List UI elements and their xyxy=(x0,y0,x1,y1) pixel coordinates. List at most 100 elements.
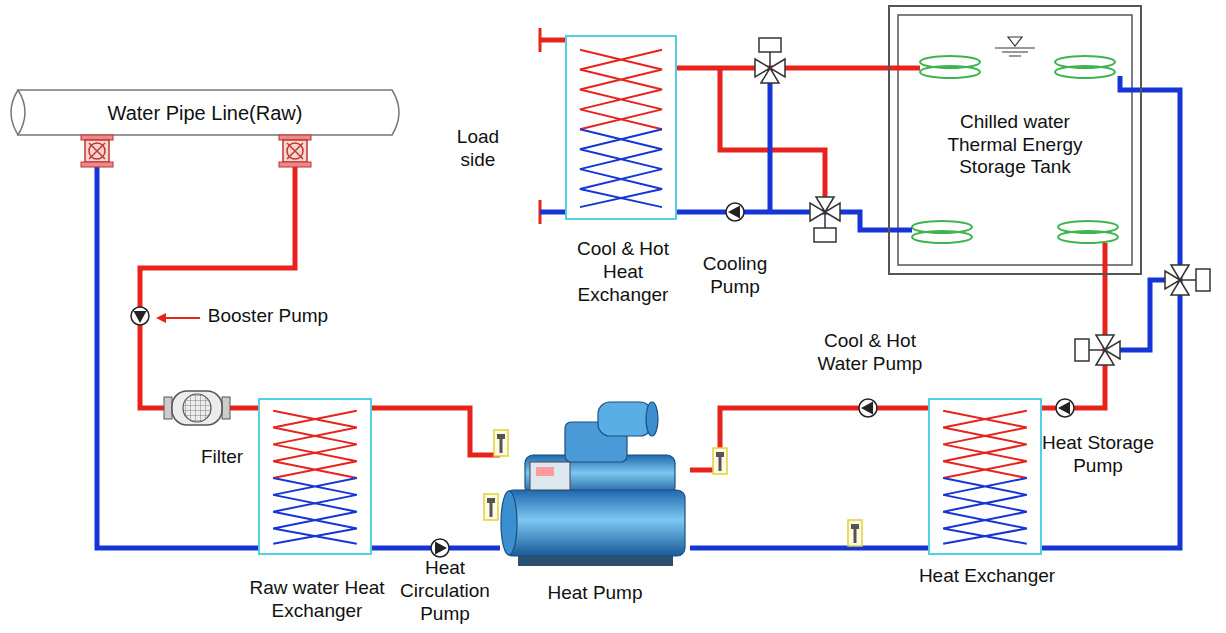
label-holder: Booster Pump xyxy=(200,305,336,328)
tank-internals xyxy=(1103,243,1108,275)
pipe-connector xyxy=(97,135,258,548)
component-caption: Raw water Heat Exchanger xyxy=(247,577,387,623)
tank-internals xyxy=(888,15,1142,275)
heat-pump-illustration xyxy=(536,467,554,476)
tank-internals xyxy=(1058,231,1118,243)
heat-pump-unit: Heat Pump xyxy=(500,395,690,570)
storage-tank: Chilled water Thermal Energy Storage Tan… xyxy=(888,5,1142,275)
pump-symbol xyxy=(1056,399,1074,417)
component-caption: Heat Pump xyxy=(520,582,670,605)
bypass-pipes xyxy=(1118,280,1166,350)
caption-holder: Heat Pump xyxy=(520,582,670,605)
pipe-line xyxy=(97,135,258,548)
part-label: Load side xyxy=(447,126,509,172)
heat-exchanger-plates xyxy=(273,50,1027,544)
node-title: Water Pipe Line(Raw) xyxy=(108,101,303,125)
pump-symbol xyxy=(131,307,149,325)
pump-symbol xyxy=(431,539,449,557)
tank-internals xyxy=(1120,76,1142,90)
three-way-valve xyxy=(810,197,840,242)
heat-pump-illustration xyxy=(518,556,673,566)
three-way-valve xyxy=(1165,265,1210,295)
pipe-connector xyxy=(677,212,888,230)
part-label: Heat Circulation Pump xyxy=(390,557,500,625)
filter-symbol xyxy=(164,391,230,425)
pump-symbol xyxy=(131,203,1074,557)
heat-exchanger-plates xyxy=(580,50,662,207)
heat-pump-illustration xyxy=(501,491,517,555)
load-side-terminal xyxy=(540,38,565,43)
tank-internals xyxy=(888,228,912,233)
label-holder: Cooling Pump xyxy=(690,253,780,299)
pipe-line xyxy=(1042,275,1105,408)
tank-internals xyxy=(995,48,1035,56)
heat-pump-illustration xyxy=(505,490,685,556)
temperature-sensor xyxy=(848,520,862,546)
load-side-terminal xyxy=(540,28,565,224)
line-valve xyxy=(81,135,311,167)
line-valve xyxy=(279,135,311,167)
component-caption: Heat Exchanger xyxy=(902,565,1072,588)
three-way-valve xyxy=(755,38,785,83)
filter-symbol xyxy=(164,397,172,419)
pipe-connector xyxy=(372,408,500,455)
heat-exchanger-box: Cool & Hot Heat Exchanger xyxy=(565,35,677,220)
label-holder: Heat Circulation Pump xyxy=(390,557,500,625)
pipe-connector xyxy=(140,135,295,408)
heat-exchanger-plates xyxy=(943,411,1027,544)
tank-internals xyxy=(888,66,920,71)
heat-exchanger-box: Raw water Heat Exchanger xyxy=(258,398,372,555)
pipe-connector xyxy=(690,548,928,549)
node-title: Chilled water Thermal Energy Storage Tan… xyxy=(930,111,1100,179)
line-valve xyxy=(81,135,113,167)
pipe-connector xyxy=(1042,275,1105,408)
tank-internals xyxy=(920,66,980,78)
label-holder: Cool & Hot Water Pump xyxy=(812,330,928,376)
caption-holder: Raw water Heat Exchanger xyxy=(247,577,387,623)
pipe-line: Water Pipe Line(Raw) xyxy=(10,90,400,135)
pipe-line xyxy=(372,408,500,455)
leader-arrow xyxy=(156,313,166,323)
label-holder: Heat Storage Pump xyxy=(1036,432,1160,478)
temperature-sensor xyxy=(484,430,862,546)
leader-arrow xyxy=(156,313,200,323)
pipe-line xyxy=(690,546,928,551)
pipe-line xyxy=(677,212,888,230)
temperature-sensor xyxy=(494,430,508,456)
leader-arrow xyxy=(164,317,200,319)
pipe-line xyxy=(140,135,295,408)
part-label: Booster Pump xyxy=(200,305,336,328)
temperature-sensor xyxy=(713,448,727,474)
bypass-pipes xyxy=(768,82,773,212)
filter-symbol xyxy=(172,391,222,425)
label-holder: Load side xyxy=(447,126,509,172)
tank-internals xyxy=(898,15,1132,265)
part-label: Heat Storage Pump xyxy=(1036,432,1160,478)
heat-exchanger-plates xyxy=(273,411,357,544)
tank-internals xyxy=(912,56,1118,243)
tank-internals xyxy=(912,231,972,243)
filter-symbol xyxy=(222,397,230,419)
water-pipe-line xyxy=(18,90,399,135)
heat-pump-illustration xyxy=(598,402,652,436)
load-side-terminal xyxy=(540,210,565,215)
heat-exchanger-box: Heat Exchanger xyxy=(928,398,1042,555)
part-label: Filter xyxy=(189,446,255,469)
label-holder: Filter xyxy=(189,446,255,469)
component-caption: Cool & Hot Heat Exchanger xyxy=(567,238,679,306)
water-pipe-line xyxy=(11,90,18,135)
filter-symbol xyxy=(183,394,211,422)
bypass-pipes xyxy=(720,68,1166,350)
three-way-valve xyxy=(1075,335,1120,365)
caption-holder: Heat Exchanger xyxy=(902,565,1072,588)
heat-pump-illustration xyxy=(646,402,658,436)
heat-pump-illustration xyxy=(501,402,685,566)
caption-holder: Cool & Hot Heat Exchanger xyxy=(567,238,679,306)
tank-internals xyxy=(1008,37,1022,46)
tank-internals xyxy=(1055,66,1115,78)
part-label: Cooling Pump xyxy=(690,253,780,299)
pump-symbol xyxy=(859,399,877,417)
part-label: Cool & Hot Water Pump xyxy=(812,330,928,376)
